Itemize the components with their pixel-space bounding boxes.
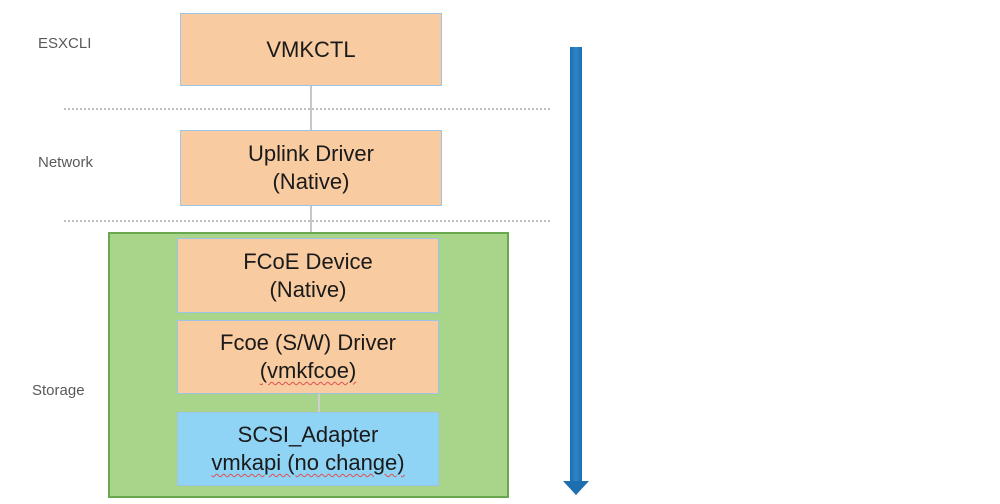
fcoe-driver-label: Fcoe (S/W) Driver <box>220 330 396 355</box>
uplink-driver-label: Uplink Driver <box>248 141 374 166</box>
uplink-driver-box: Uplink Driver (Native) <box>180 130 442 206</box>
connector-fcoe-driver-scsi <box>318 394 320 412</box>
layer-label-esxcli: ESXCLI <box>38 35 92 52</box>
down-arrow-shaft <box>570 47 582 482</box>
connector-vmkctl-uplink <box>310 86 312 130</box>
vmkctl-label: VMKCTL <box>266 36 356 62</box>
scsi-adapter-box: SCSI_Adapter vmkapi (no change) <box>177 412 439 486</box>
fcoe-driver-sublabel: (vmkfcoe) <box>259 358 357 383</box>
vmkctl-box: VMKCTL <box>180 13 442 86</box>
separator-network-storage <box>64 220 550 222</box>
fcoe-driver-box: Fcoe (S/W) Driver (vmkfcoe) <box>177 320 439 394</box>
down-arrow-head <box>563 481 589 495</box>
layer-label-network: Network <box>38 154 94 171</box>
scsi-adapter-label: SCSI_Adapter <box>237 422 379 447</box>
layer-label-storage: Storage <box>32 382 85 399</box>
connector-uplink-storage <box>310 206 312 232</box>
fcoe-device-label: FCoE Device <box>243 248 373 274</box>
separator-esxcli-network <box>64 108 550 110</box>
fcoe-device-box: FCoE Device (Native) <box>177 238 439 313</box>
scsi-adapter-sublabel: vmkapi (no change) <box>211 450 405 475</box>
fcoe-device-sublabel: (Native) <box>269 276 347 302</box>
uplink-driver-sublabel: (Native) <box>272 169 350 194</box>
